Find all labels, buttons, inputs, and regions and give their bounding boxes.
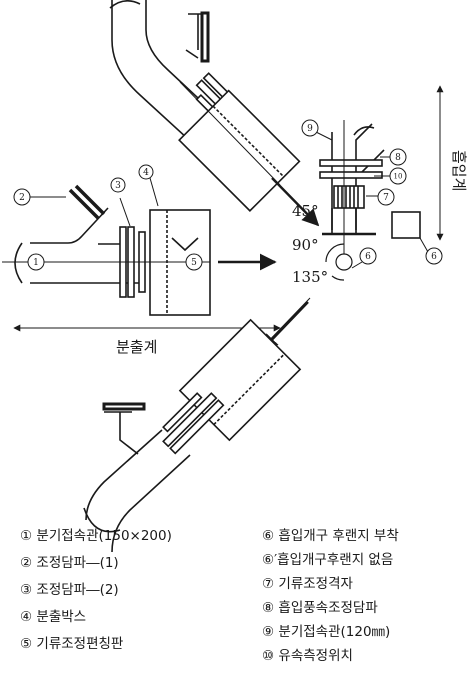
legend-item-7: ⑦ 기류조정격자 bbox=[262, 576, 353, 592]
callout-5: 5 bbox=[191, 258, 197, 268]
callout-markers bbox=[13, 119, 443, 271]
horizontal-spout-assembly bbox=[2, 184, 281, 332]
legend-item-2: ② 조정담파―(1) bbox=[20, 555, 119, 571]
legend-item-9: ⑨ 분기접속관(120㎜) bbox=[262, 624, 391, 640]
callout-6: 6 bbox=[365, 252, 371, 262]
legend-item-3: ③ 조정담파―(2) bbox=[20, 582, 119, 598]
legend-item-10: ⑩ 유속측정위치 bbox=[262, 648, 353, 664]
callout-10: 10 bbox=[394, 173, 403, 181]
intake-assembly bbox=[319, 85, 444, 281]
legend: ① 분기접속관(150×200) ② 조정담파―(1) ③ 조정담파―(2) ④… bbox=[0, 520, 471, 683]
upper-diagonal-assembly bbox=[109, 0, 320, 227]
angle-135-label: 135° bbox=[292, 268, 328, 286]
lower-diagonal-assembly bbox=[83, 297, 311, 553]
legend-item-4: ④ 분출박스 bbox=[20, 609, 87, 625]
spout-label: 분출계 bbox=[116, 338, 157, 356]
callout-4: 4 bbox=[143, 168, 149, 178]
callout-9: 9 bbox=[307, 124, 313, 134]
callout-2: 2 bbox=[19, 193, 25, 203]
angle-90-label: 90° bbox=[292, 236, 319, 254]
callout-3: 3 bbox=[115, 181, 121, 191]
legend-item-6-prime: ⑥′흡입개구후랜지 없음 bbox=[262, 552, 394, 568]
legend-item-1: ① 분기접속관(150×200) bbox=[20, 528, 172, 544]
callout-1: 1 bbox=[33, 258, 39, 268]
legend-item-6: ⑥ 흡입개구 후랜지 부착 bbox=[262, 528, 399, 544]
legend-item-8: ⑧ 흡입풍속조정담파 bbox=[262, 600, 378, 616]
legend-item-5: ⑤ 기류조정편칭판 bbox=[20, 636, 124, 652]
callout-6-prime: 6 bbox=[431, 252, 437, 262]
intake-label: 흡입계 bbox=[450, 150, 468, 191]
angle-45-label: 45° bbox=[292, 202, 319, 220]
callout-8: 8 bbox=[395, 153, 401, 163]
callout-7: 7 bbox=[383, 193, 389, 203]
